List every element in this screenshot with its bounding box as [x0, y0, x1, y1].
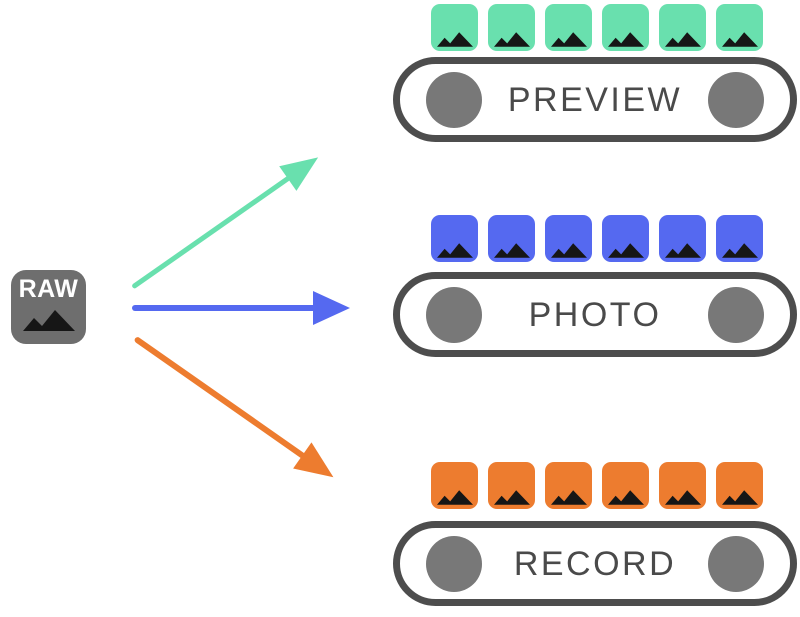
- stream-photo: PHOTO: [393, 215, 797, 363]
- mountain-photo-icon: [436, 490, 473, 505]
- reel-circle-right: [708, 286, 764, 343]
- video-frame-icon: [716, 4, 763, 51]
- video-frame-icon: [659, 462, 706, 509]
- video-frame-icon: [488, 215, 535, 262]
- mountain-photo-icon: [721, 490, 758, 505]
- video-frame-icon: [545, 215, 592, 262]
- frame-row-preview: [431, 4, 763, 51]
- mountain-photo-icon: [721, 243, 758, 258]
- mountain-photo-icon: [607, 32, 644, 47]
- arrow-raw-to-record: [134, 337, 334, 478]
- record-buffer-pill: RECORD: [393, 521, 797, 606]
- mountain-photo-icon: [436, 243, 473, 258]
- video-frame-icon: [488, 462, 535, 509]
- video-frame-icon: [602, 4, 649, 51]
- mountain-photo-icon: [607, 243, 644, 258]
- photo-label: PHOTO: [528, 295, 662, 334]
- arrow-raw-to-photo: [132, 291, 350, 325]
- video-frame-icon: [659, 215, 706, 262]
- mountain-photo-icon: [664, 243, 701, 258]
- mountain-photo-icon: [550, 490, 587, 505]
- reel-circle-left: [426, 286, 482, 343]
- video-frame-icon: [602, 215, 649, 262]
- stream-preview: PREVIEW: [393, 4, 797, 152]
- photo-buffer-pill: PHOTO: [393, 272, 797, 357]
- video-frame-icon: [545, 462, 592, 509]
- mountain-photo-icon: [22, 310, 75, 331]
- preview-label: PREVIEW: [507, 80, 683, 119]
- mountain-photo-icon: [493, 490, 530, 505]
- frame-row-photo: [431, 215, 763, 262]
- arrow-raw-to-preview: [132, 157, 319, 289]
- stream-record: RECORD: [393, 462, 797, 610]
- reel-circle-right: [708, 535, 764, 592]
- video-frame-icon: [431, 462, 478, 509]
- mountain-photo-icon: [664, 32, 701, 47]
- video-frame-icon: [716, 215, 763, 262]
- mountain-photo-icon: [607, 490, 644, 505]
- video-frame-icon: [431, 215, 478, 262]
- video-frame-icon: [716, 462, 763, 509]
- mountain-photo-icon: [436, 32, 473, 47]
- mountain-photo-icon: [493, 243, 530, 258]
- reel-circle-right: [708, 71, 764, 128]
- raw-label: RAW: [18, 275, 79, 303]
- raw-source-box: RAW: [11, 270, 86, 344]
- mountain-photo-icon: [550, 243, 587, 258]
- video-frame-icon: [431, 4, 478, 51]
- video-frame-icon: [545, 4, 592, 51]
- video-frame-icon: [488, 4, 535, 51]
- mountain-photo-icon: [664, 490, 701, 505]
- mountain-photo-icon: [493, 32, 530, 47]
- mountain-photo-icon: [550, 32, 587, 47]
- video-frame-icon: [602, 462, 649, 509]
- record-label: RECORD: [513, 544, 677, 583]
- video-frame-icon: [659, 4, 706, 51]
- frame-row-record: [431, 462, 763, 509]
- mountain-photo-icon: [721, 32, 758, 47]
- reel-circle-left: [426, 535, 482, 592]
- reel-circle-left: [426, 71, 482, 128]
- preview-buffer-pill: PREVIEW: [393, 57, 797, 142]
